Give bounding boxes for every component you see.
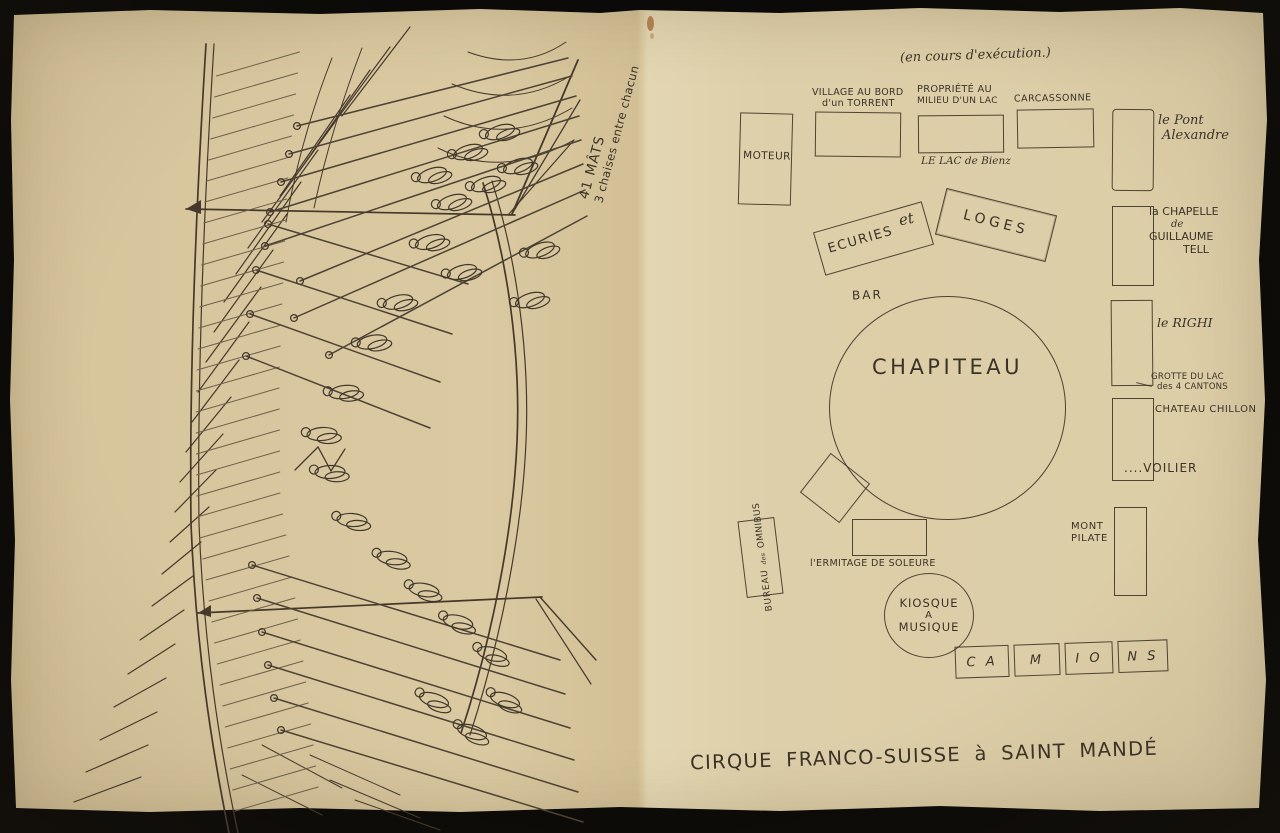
label-chapelle-line2: de: [1171, 218, 1184, 230]
label-righi: le RIGHI: [1157, 315, 1213, 330]
label-pont-line1: le Pont: [1158, 113, 1204, 128]
label-kiosque-line3: MUSIQUE: [898, 620, 960, 635]
label-chapelle-line4: TELL: [1183, 242, 1209, 256]
label-voilier: ....VOILIER: [1124, 461, 1197, 475]
label-pilate-line2: PILATE: [1071, 532, 1108, 544]
label-moteur: MOTEUR: [742, 149, 791, 163]
label-chapiteau: CHAPITEAU: [871, 355, 1023, 379]
label-ecuries: ECURIES: [826, 223, 896, 257]
label-bureau-line1: BUREAU: [759, 568, 775, 613]
label-grotte: GROTTE DU LAC des 4 CANTONS: [1151, 372, 1228, 392]
label-kiosque-line1: KIOSQUE: [899, 595, 959, 610]
label-carcassonne: CARCASSONNE: [1013, 92, 1092, 105]
fold-stain-small: [650, 33, 654, 39]
label-mont-pilate: MONT PILATE: [1071, 521, 1108, 545]
label-grotte-line1: GROTTE DU LAC: [1151, 372, 1224, 382]
plan-box-mont-pilate: [1114, 507, 1147, 596]
plan-box-propriete: [917, 114, 1005, 154]
plan-box-chapelle: [1112, 206, 1154, 286]
label-loges: LOGES: [961, 207, 1031, 239]
label-chapelle-guillaume-tell: la CHAPELLE de GUILLAUME TELL: [1149, 205, 1219, 257]
label-propriete-line1: PROPRIÉTÉ AU: [917, 84, 992, 95]
camions-box-4: N S: [1117, 639, 1169, 674]
label-bar: BAR: [851, 287, 884, 303]
label-pont-line2: Alexandre: [1162, 128, 1229, 144]
label-propriete: PROPRIÉTÉ AU MILIEU D'UN LAC: [917, 84, 998, 106]
label-bureau-omnibus: BUREAU des OMNIBUS: [746, 502, 776, 613]
plan-box-chillon: [1112, 398, 1154, 481]
voilier-dots: ....: [1124, 461, 1144, 475]
chapiteau-ring: CHAPITEAU: [829, 296, 1066, 520]
plan-box-righi: [1110, 299, 1154, 387]
camions-box-3: I O: [1064, 641, 1114, 675]
camions-box-1: C A: [954, 644, 1010, 679]
label-pont-alexandre: le Pont Alexandre: [1158, 113, 1229, 144]
label-propriete-line2: MILIEU D'UN LAC: [917, 95, 998, 106]
label-ermitage-soleure: l'ERMITAGE DE SOLEURE: [810, 558, 936, 569]
camions-box-2: M: [1013, 643, 1061, 677]
label-lac-de-bienz: LE LAC de Bienz: [921, 155, 1011, 167]
label-kiosque: KIOSQUE A MUSIQUE: [898, 595, 960, 635]
label-village-line1: VILLAGE AU BORD: [812, 87, 904, 98]
label-village-line2: d'un TORRENT: [822, 98, 895, 110]
label-chapelle-line3: GUILLAUME: [1149, 229, 1214, 243]
plan-box-village: [814, 111, 902, 158]
label-kiosque-line2: A: [925, 609, 933, 621]
voilier-word: VOILIER: [1143, 461, 1198, 475]
label-bureau-line2: des: [758, 552, 768, 565]
fold-stain: [647, 16, 654, 31]
label-grotte-line2: des 4 CANTONS: [1157, 382, 1228, 393]
label-pilate-line1: MONT: [1071, 521, 1104, 532]
kiosque-ring: KIOSQUE A MUSIQUE: [884, 573, 974, 658]
label-chateau-chillon: CHATEAU CHILLON: [1155, 404, 1257, 415]
plan-box-ermitage: [852, 519, 927, 556]
plan-box-moteur: MOTEUR: [737, 112, 794, 206]
label-et: et: [897, 208, 916, 230]
label-village: VILLAGE AU BORD d'un TORRENT: [812, 87, 904, 109]
plan-box-carcassonne: [1016, 108, 1095, 149]
plan-box-pont-alexandre: [1111, 108, 1155, 192]
label-chapelle-line1: la CHAPELLE: [1149, 205, 1219, 218]
